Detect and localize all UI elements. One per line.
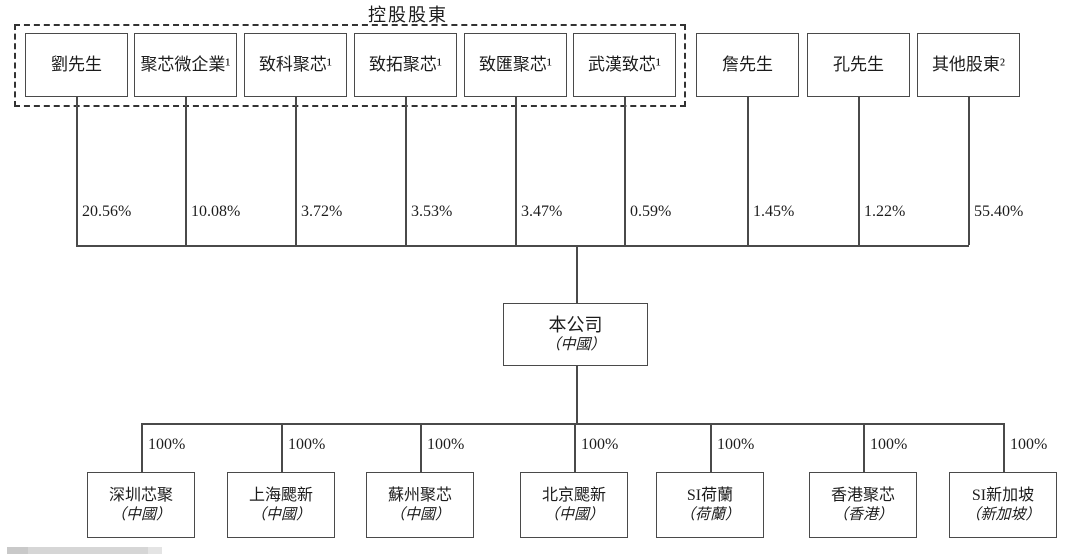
shareholder-box-others: 其他股東² [917,33,1020,97]
connector-line [281,423,283,472]
connector-line [624,97,626,245]
shareholder-box-wuhan: 武漢致芯¹ [573,33,676,97]
ownership-pct-label: 0.59% [630,203,672,220]
subsidiary-place: （中國） [389,506,450,523]
connector-line [515,97,517,245]
subsidiary-box-si-singapore: SI新加坡 （新加坡） [949,472,1057,538]
subsidiary-box-shanghai: 上海颸新 （中國） [227,472,335,538]
controlling-shareholders-frame [14,24,686,107]
subsidiary-name: 北京颸新 [541,486,606,504]
controlling-shareholders-label: 控股股東 [368,5,448,25]
connector-line [405,97,407,245]
shareholder-box-zhike: 致科聚芯¹ [244,33,347,97]
ownership-pct-label: 100% [870,436,908,453]
subsidiary-name: 蘇州聚芯 [387,486,452,504]
subsidiary-name: 上海颸新 [248,486,313,504]
horizontal-scrollbar-thumb[interactable] [7,547,28,554]
ownership-pct-label: 3.53% [411,203,453,220]
shareholder-box-zhan: 詹先生 [696,33,799,97]
subsidiary-place: （中國） [110,506,171,523]
company-box: 本公司 （中國） [503,303,648,366]
shareholder-name: 孔先生 [833,55,884,75]
subsidiary-box-shenzhen: 深圳芯聚 （中國） [87,472,195,538]
connector-line [858,97,860,245]
company-name: 本公司 [548,314,603,335]
ownership-pct-label: 3.47% [521,203,563,220]
ownership-pct-label: 100% [148,436,186,453]
connector-line [576,366,578,423]
connector-line [76,97,78,245]
connector-line [863,423,865,472]
shareholder-box-juxinwei: 聚芯微企業¹ [134,33,237,97]
shareholder-box-liu: 劉先生 [25,33,128,97]
shareholder-name: 致拓聚芯¹ [368,55,443,75]
shareholder-name: 聚芯微企業¹ [140,55,231,75]
ownership-pct-label: 20.56% [82,203,132,220]
connector-line [420,423,422,472]
connector-line [185,97,187,245]
connector-line [574,423,576,472]
subsidiary-place: （香港） [832,506,893,523]
shareholder-box-zhihui: 致匯聚芯¹ [464,33,567,97]
subsidiary-name: SI新加坡 [971,486,1035,504]
horizontal-scrollbar-track-end [148,547,162,554]
connector-line [968,97,970,245]
connector-bus-top [76,245,969,247]
ownership-pct-label: 100% [717,436,755,453]
subsidiary-name: 深圳芯聚 [108,486,173,504]
connector-line [747,97,749,245]
connector-bus-bottom [141,423,1004,425]
ownership-pct-label: 100% [427,436,465,453]
connector-line [576,245,578,303]
shareholder-name: 致科聚芯¹ [258,55,333,75]
ownership-pct-label: 10.08% [191,203,241,220]
ownership-pct-label: 100% [1010,436,1048,453]
connector-line [1003,423,1005,472]
shareholder-name: 其他股東² [931,55,1006,75]
subsidiary-place: （中國） [543,506,604,523]
connector-line [295,97,297,245]
ownership-pct-label: 3.72% [301,203,343,220]
shareholder-name: 武漢致芯¹ [587,55,662,75]
subsidiary-box-si-netherlands: SI荷蘭 （荷蘭） [656,472,764,538]
shareholder-box-zhituo: 致拓聚芯¹ [354,33,457,97]
shareholder-name: 詹先生 [722,55,773,75]
subsidiary-place: （新加坡） [965,506,1041,523]
shareholder-name: 致匯聚芯¹ [478,55,553,75]
ownership-pct-label: 100% [581,436,619,453]
ownership-pct-label: 1.45% [753,203,795,220]
horizontal-scrollbar-track[interactable] [28,547,148,554]
ownership-pct-label: 1.22% [864,203,906,220]
shareholder-name: 劉先生 [51,55,102,75]
subsidiary-box-hongkong: 香港聚芯 （香港） [809,472,917,538]
subsidiary-box-suzhou: 蘇州聚芯 （中國） [366,472,474,538]
subsidiary-name: 香港聚芯 [830,486,895,504]
ownership-pct-label: 100% [288,436,326,453]
connector-line [141,423,143,472]
subsidiary-name: SI荷蘭 [686,486,734,504]
subsidiary-box-beijing: 北京颸新 （中國） [520,472,628,538]
subsidiary-place: （荷蘭） [679,506,740,523]
ownership-pct-label: 55.40% [974,203,1024,220]
shareholder-box-kong: 孔先生 [807,33,910,97]
connector-line [710,423,712,472]
company-place: （中國） [545,337,606,354]
subsidiary-place: （中國） [250,506,311,523]
